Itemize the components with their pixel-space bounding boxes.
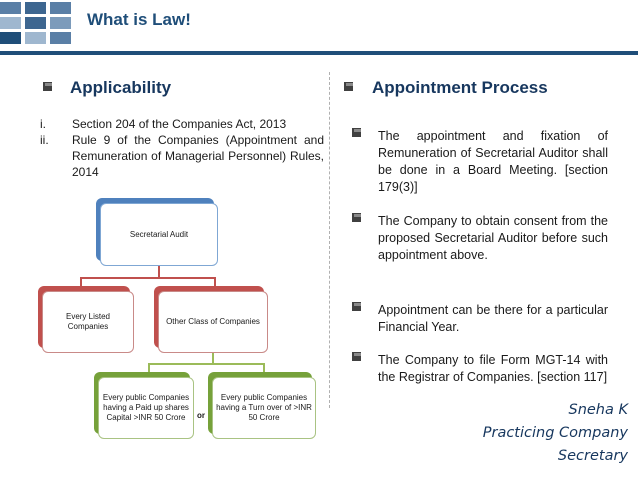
connector-left-child-down bbox=[80, 277, 82, 291]
right-bullet-icon-1 bbox=[352, 128, 361, 137]
left-item-text-2: Rule 9 of the Companies (Appointment and… bbox=[72, 133, 324, 179]
connector-level1-horizontal bbox=[80, 277, 215, 279]
column-divider bbox=[329, 72, 330, 408]
right-bullet-text-1: The appointment and fixation of Remunera… bbox=[378, 129, 608, 194]
header-square-8 bbox=[25, 32, 46, 44]
connector-right-child-down bbox=[214, 277, 216, 291]
right-heading: Appointment Process bbox=[372, 78, 548, 97]
right-bullet-text-2: The Company to obtain consent from the p… bbox=[378, 214, 608, 262]
signature-line-3: Secretary bbox=[557, 448, 628, 464]
connector-leaf-left-down bbox=[148, 363, 150, 377]
org-root-box: Secretarial Audit bbox=[100, 203, 218, 266]
header-rule bbox=[0, 51, 638, 55]
header-square-9 bbox=[50, 32, 71, 44]
slide-title: What is Law! bbox=[87, 10, 191, 29]
connector-level2-horizontal bbox=[148, 363, 264, 365]
org-leaf-right-label: Every public Companies having a Turn ove… bbox=[216, 393, 312, 422]
right-heading-bullet-icon bbox=[344, 82, 353, 91]
right-bullet-icon-2 bbox=[352, 213, 361, 222]
header-square-3 bbox=[50, 2, 71, 14]
right-bullet-text-3: Appointment can be there for a particula… bbox=[378, 303, 608, 334]
org-child-right-box: Other Class of Companies bbox=[158, 291, 268, 353]
header-square-4 bbox=[0, 17, 21, 29]
left-heading: Applicability bbox=[70, 78, 172, 97]
left-heading-bullet-icon bbox=[43, 82, 52, 91]
org-child-right-label: Other Class of Companies bbox=[166, 317, 260, 326]
header-square-2 bbox=[25, 2, 46, 14]
signature-line-2: Practicing Company bbox=[482, 425, 628, 441]
header-square-5 bbox=[25, 17, 46, 29]
connector-root-down bbox=[158, 266, 160, 278]
org-child-left-label: Every Listed Companies bbox=[65, 312, 111, 331]
left-item-marker-1: i. bbox=[40, 117, 46, 131]
org-leaf-left-box: Every public Companies having a Paid up … bbox=[98, 377, 194, 439]
org-root-label: Secretarial Audit bbox=[129, 229, 189, 239]
connector-leaf-right-down bbox=[263, 363, 265, 377]
right-bullet-text-4: The Company to file Form MGT-14 with the… bbox=[378, 353, 608, 384]
org-or-label: or bbox=[197, 411, 205, 420]
left-item-marker-2: ii. bbox=[40, 133, 49, 147]
header-square-6 bbox=[50, 17, 71, 29]
header-square-7 bbox=[0, 32, 21, 44]
header-square-1 bbox=[0, 2, 21, 14]
right-bullet-icon-4 bbox=[352, 352, 361, 361]
org-leaf-left-label: Every public Companies having a Paid up … bbox=[102, 393, 190, 422]
org-leaf-right-box: Every public Companies having a Turn ove… bbox=[212, 377, 316, 439]
connector-right-child-to-leaves bbox=[212, 353, 214, 364]
right-bullet-icon-3 bbox=[352, 302, 361, 311]
signature-name: Sneha K bbox=[568, 402, 628, 418]
left-item-text-1: Section 204 of the Companies Act, 2013 bbox=[72, 117, 287, 131]
org-child-left-box: Every Listed Companies bbox=[42, 291, 134, 353]
